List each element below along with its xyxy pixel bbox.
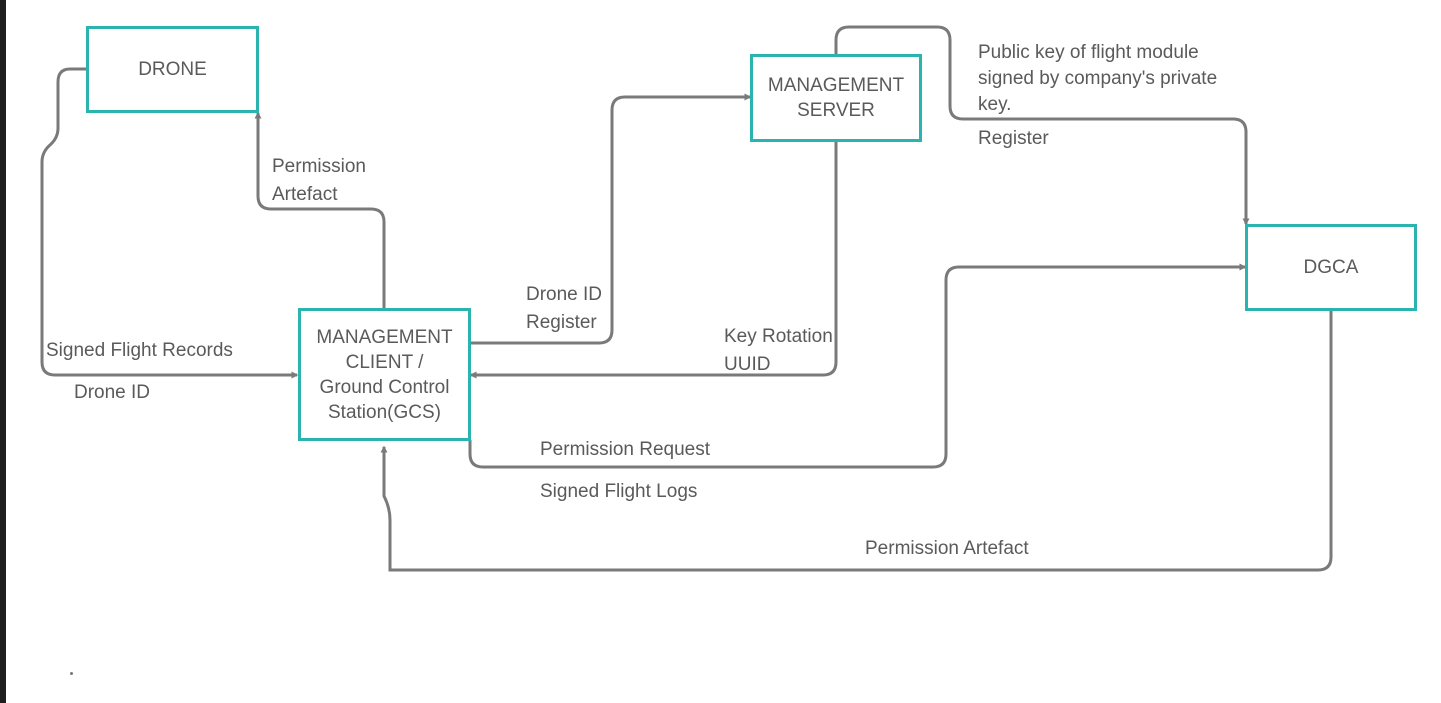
edge-label-drone-id: Drone ID: [74, 382, 151, 403]
edge-label-key-rotation: Key Rotation: [724, 326, 833, 347]
edge-label-permission-artefact-from-dgca: Permission Artefact: [865, 538, 1029, 559]
edge-label-drone-id-register: Drone ID Register: [526, 284, 603, 333]
edge-label-signed-flight-logs: Signed Flight Logs: [540, 481, 698, 502]
edge-label-register: Register: [978, 128, 1049, 149]
management-client-gcs-label: MANAGEMENT CLIENT / Ground Control Stati…: [316, 326, 453, 423]
connector-gcs-to-dgca: [468, 263, 1247, 469]
dgca-node: DGCA: [1245, 224, 1417, 311]
connector-server-to-gcs: [469, 141, 838, 379]
connector-server-to-dgca: [834, 25, 1250, 226]
connector-dgca-to-gcs: [380, 311, 1333, 572]
window-left-edge: [0, 0, 6, 703]
connector-drone-to-gcs: [40, 67, 299, 379]
connector-gcs-to-drone: [254, 111, 386, 308]
drone-node: DRONE: [86, 26, 259, 113]
management-server-node: MANAGEMENT SERVER: [750, 54, 922, 142]
connector-gcs-to-server: [470, 93, 752, 345]
drone-label: DRONE: [138, 59, 207, 80]
edge-label-public-key: Public key of flight module signed by co…: [978, 42, 1218, 115]
dgca-label: DGCA: [1303, 257, 1359, 278]
management-server-label: MANAGEMENT SERVER: [767, 75, 905, 121]
management-client-gcs-node: MANAGEMENT CLIENT / Ground Control Stati…: [298, 308, 471, 441]
edge-label-permission-request: Permission Request: [540, 439, 711, 460]
edge-label-permission-artefact-to-drone: Permission Artefact: [272, 156, 366, 205]
edge-label-signed-flight-records: Signed Flight Records: [46, 340, 233, 361]
edge-label-uuid: UUID: [724, 354, 771, 375]
stray-dot: [70, 672, 73, 675]
